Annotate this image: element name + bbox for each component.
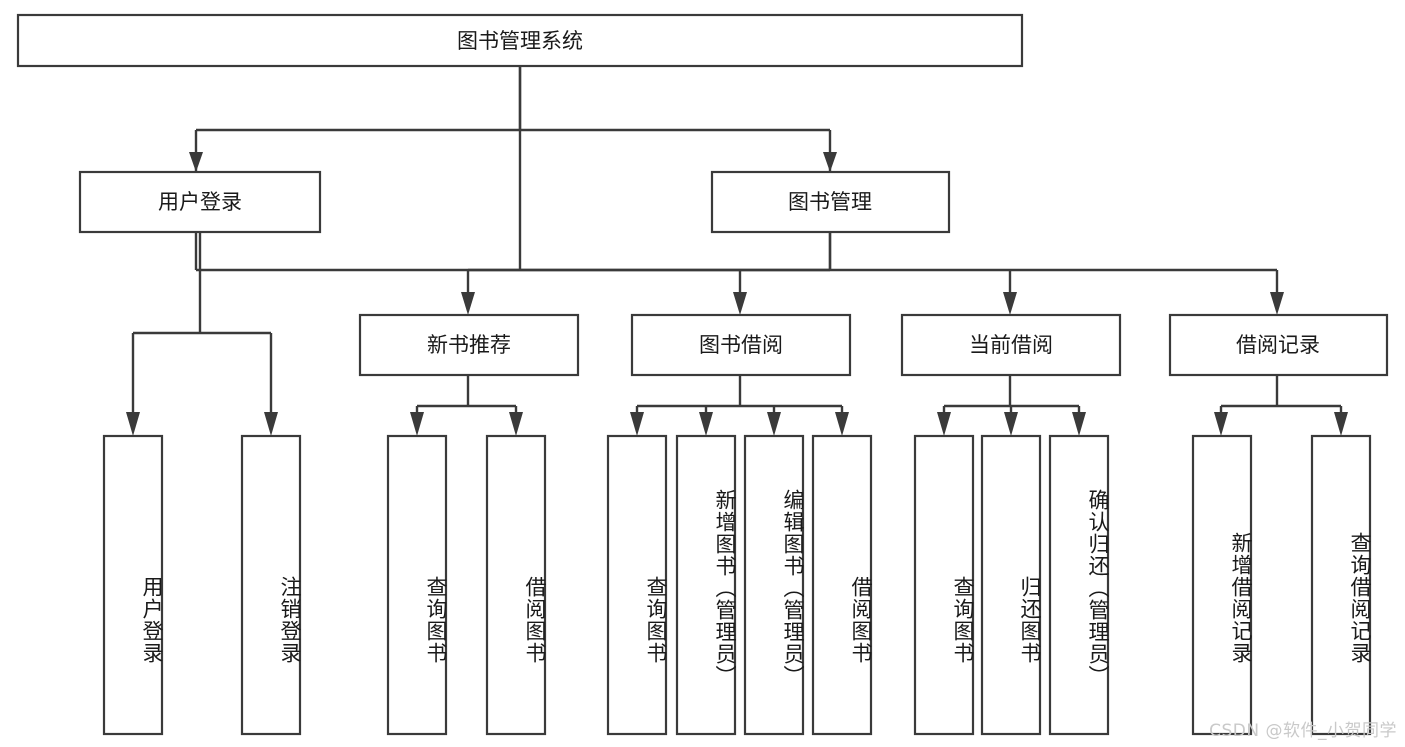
node-root[interactable]: 图书管理系统	[16, 13, 1024, 68]
node-new-book-recommend[interactable]: 新书推荐	[358, 313, 580, 377]
leaf-box-cb-confirm-return[interactable]	[1048, 434, 1110, 736]
leaf-box-bb-edit-book[interactable]	[743, 434, 805, 736]
connector-root-trunk	[189, 66, 837, 172]
leaf-box-cb-return-book[interactable]	[980, 434, 1042, 736]
node-user-login[interactable]: 用户登录	[78, 170, 322, 234]
node-book-borrow[interactable]: 图书借阅	[630, 313, 852, 377]
leaf-box-user-login[interactable]	[102, 434, 164, 736]
leaf-box-bb-query-book[interactable]	[606, 434, 668, 736]
leaf-box-br-add-record[interactable]	[1191, 434, 1253, 736]
node-current-borrow-label: 当前借阅	[969, 333, 1053, 357]
connector-user-login-to-leaves	[126, 232, 278, 436]
leaf-box-nbr-borrow-book[interactable]	[485, 434, 547, 736]
connector-new-book-to-leaves	[410, 375, 523, 436]
node-book-management-label: 图书管理	[788, 190, 872, 214]
connector-book-borrow-to-leaves	[630, 375, 849, 436]
watermark: CSDN @软件_小贺同学	[1209, 721, 1397, 741]
connector-current-borrow-to-leaves	[937, 375, 1086, 436]
node-book-borrow-label: 图书借阅	[699, 333, 783, 357]
connector-borrow-record-to-leaves	[1214, 375, 1348, 436]
connector-root-to-level2	[194, 66, 832, 272]
node-current-borrow[interactable]: 当前借阅	[900, 313, 1122, 377]
connector-book-mgmt-to-level3	[461, 232, 1284, 315]
leaf-box-bb-borrow-book[interactable]	[811, 434, 873, 736]
node-book-management[interactable]: 图书管理	[710, 170, 951, 234]
leaf-box-br-query-record[interactable]	[1310, 434, 1372, 736]
leaf-box-cb-query-book[interactable]	[913, 434, 975, 736]
leaf-box-nbr-query-book[interactable]	[386, 434, 448, 736]
leaf-box-bb-add-book[interactable]	[675, 434, 737, 736]
node-new-book-recommend-label: 新书推荐	[427, 333, 511, 357]
node-root-label: 图书管理系统	[457, 29, 583, 53]
node-borrow-record[interactable]: 借阅记录	[1168, 313, 1389, 377]
node-borrow-record-label: 借阅记录	[1236, 333, 1320, 357]
node-user-login-label: 用户登录	[158, 190, 242, 214]
leaf-box-logout[interactable]	[240, 434, 302, 736]
